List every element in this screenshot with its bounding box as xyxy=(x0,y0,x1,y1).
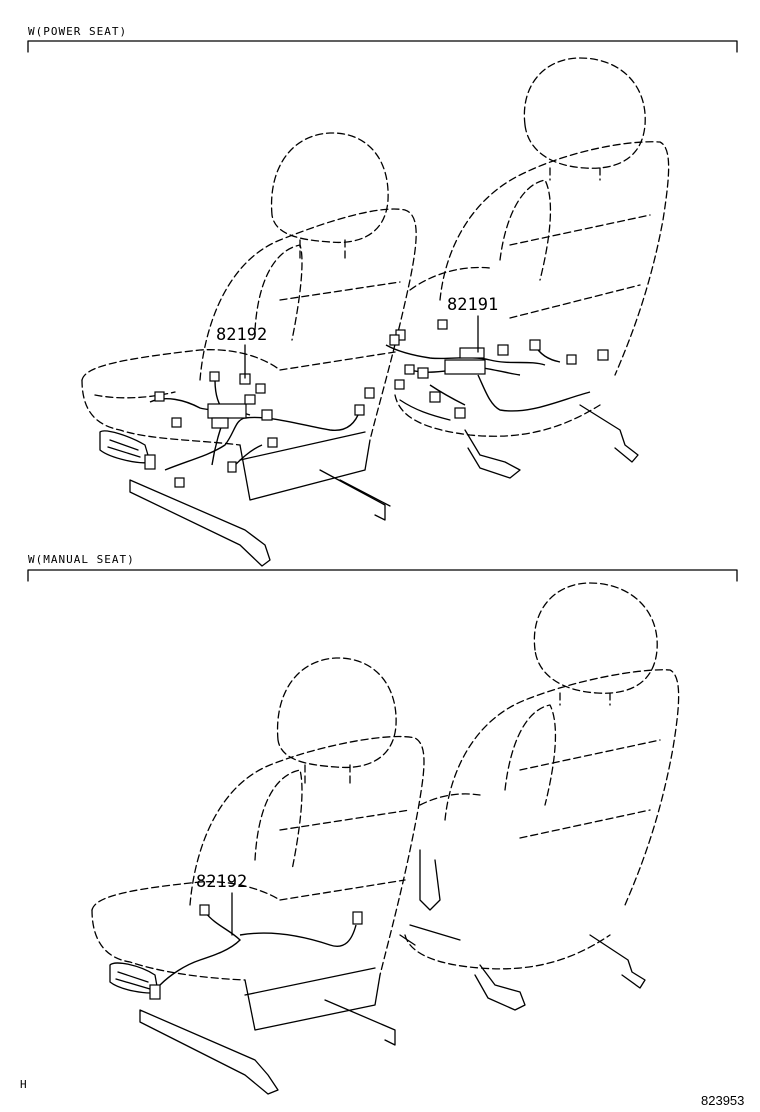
manual-right-seat xyxy=(399,582,680,1011)
power-right-seat xyxy=(394,57,670,479)
part-label-power-left: 82192 xyxy=(216,325,268,345)
section-label-power-seat: W(POWER SEAT) xyxy=(28,25,128,38)
power-left-wire-harness xyxy=(149,329,406,488)
part-label-power-right: 82191 xyxy=(447,295,499,315)
diagram-reference-number: 823953 xyxy=(701,1093,745,1108)
power-section-bracket xyxy=(27,40,738,53)
power-right-wire-harness xyxy=(385,315,609,419)
manual-left-seat xyxy=(91,657,425,1095)
manual-left-wire-harness xyxy=(159,892,363,986)
manual-section-bracket xyxy=(27,569,738,582)
power-left-seat xyxy=(81,132,417,567)
section-label-manual-seat: W(MANUAL SEAT) xyxy=(28,553,135,566)
corner-letter: H xyxy=(20,1078,27,1091)
part-label-manual-left: 82192 xyxy=(196,872,248,892)
